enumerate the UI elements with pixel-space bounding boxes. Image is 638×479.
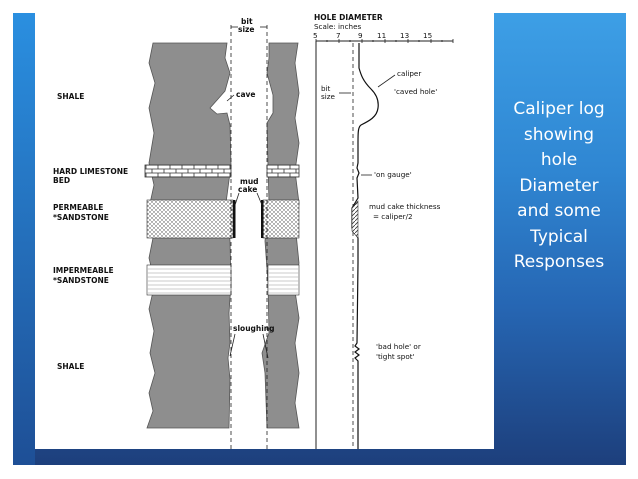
scale-tick-marks — [315, 39, 454, 43]
caption-line-7: Responses — [513, 252, 605, 272]
caliper-curve — [351, 43, 379, 449]
caption-line-3: hole — [540, 150, 578, 170]
scale-tick-11: 11 — [377, 31, 386, 40]
log-bit-size-label-1: bit — [321, 84, 331, 93]
caved-hole-label: 'caved hole' — [394, 87, 437, 96]
log-scale-label: Scale: inches — [314, 22, 362, 31]
permeable-sandstone-right — [262, 199, 300, 239]
bit-size-label-1: bit — [241, 17, 253, 26]
mud-cake-arrow-left — [234, 192, 240, 206]
caliper-log-diagram: bit size cave mud cake sloughing SHALE H… — [53, 13, 454, 449]
hard-limestone-label-1: HARD LIMESTONE — [53, 167, 128, 176]
caption-line-1: Caliper log — [513, 99, 605, 119]
permeable-label-1: PERMEABLE — [53, 203, 103, 212]
bad-hole-label-1: 'bad hole' or — [376, 342, 421, 351]
impermeable-sandstone-left — [146, 264, 232, 296]
limestone-bed-left — [144, 164, 232, 178]
mud-cake-thickness-label-1: mud cake thickness — [369, 202, 441, 211]
sloughing-arrow-left — [229, 333, 236, 357]
caliper-label: caliper — [397, 69, 421, 78]
impermeable-label-2: *SANDSTONE — [53, 276, 109, 285]
caption-line-2: showing — [523, 124, 595, 145]
sloughing-label: sloughing — [233, 324, 275, 333]
slide-caption: Caliper log showing hole Diameter and so… — [500, 97, 618, 276]
caption-line-6: Typical — [530, 226, 588, 247]
log-scale-ticks: 5 7 9 11 13 15 — [313, 31, 454, 43]
log-title: HOLE DIAMETER — [314, 13, 383, 22]
shale-top-label: SHALE — [57, 92, 84, 101]
scale-tick-9: 9 — [358, 31, 363, 40]
slide-left-band — [13, 13, 35, 465]
impermeable-sandstone-texture — [147, 268, 299, 294]
scale-tick-7: 7 — [336, 31, 341, 40]
sloughing-arrow-right — [262, 333, 269, 359]
log-bit-size-label-2: size — [321, 92, 336, 101]
hard-limestone-label-2: BED — [53, 176, 70, 185]
impermeable-sandstone-right — [267, 264, 300, 296]
mud-cake-label-2: cake — [238, 185, 257, 194]
on-gauge-label: 'on gauge' — [374, 170, 412, 179]
scale-tick-5: 5 — [313, 31, 318, 40]
scale-tick-13: 13 — [400, 31, 409, 40]
bad-hole-label-2: 'tight spot' — [376, 352, 415, 361]
permeable-label-2: *SANDSTONE — [53, 213, 109, 222]
caption-line-4: Diameter — [519, 175, 599, 196]
log-mud-cake-hatch — [351, 200, 359, 239]
scale-tick-15: 15 — [423, 31, 432, 40]
shale-bottom-label: SHALE — [57, 362, 84, 371]
mud-cake-left — [233, 200, 236, 238]
caliper-arrow — [377, 74, 396, 88]
mud-cake-arrow-right — [256, 192, 263, 206]
cave-arrow — [226, 94, 235, 102]
caliper-log-figure: bit size cave mud cake sloughing SHALE H… — [35, 13, 494, 449]
mud-cake-right — [261, 200, 264, 238]
limestone-bed-right — [266, 164, 300, 178]
impermeable-label-1: IMPERMEABLE — [53, 266, 114, 275]
mud-cake-thickness-label-2: = caliper/2 — [373, 212, 413, 221]
caption-line-5: and some — [517, 201, 601, 221]
mud-cake-label-1: mud — [240, 177, 259, 186]
permeable-sandstone-left — [146, 199, 234, 239]
bit-size-label-2: size — [238, 25, 255, 34]
cave-label: cave — [236, 90, 255, 99]
